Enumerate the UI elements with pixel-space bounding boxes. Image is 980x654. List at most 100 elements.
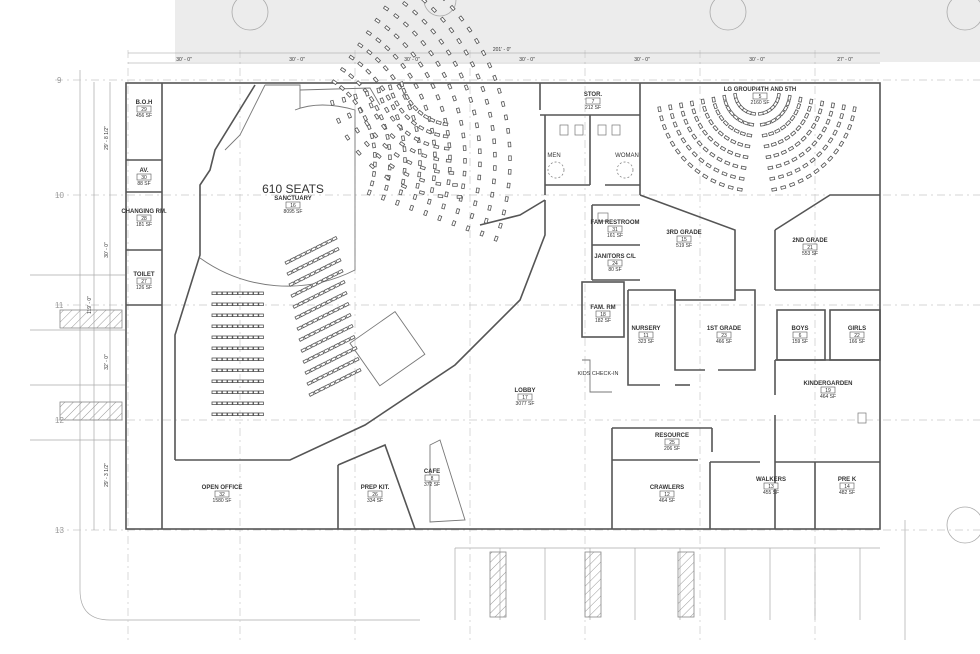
seat [324, 323, 331, 329]
seat [335, 353, 343, 360]
room-number-box [763, 482, 779, 490]
seat [314, 328, 321, 335]
seat [832, 129, 838, 136]
seat [237, 302, 243, 306]
seat [676, 129, 682, 136]
seat [721, 171, 728, 177]
room-area: 323 SF [638, 339, 654, 345]
room-area: 159 SF [792, 339, 808, 345]
seat [334, 318, 342, 324]
seat [447, 83, 453, 90]
seat [691, 108, 697, 115]
seat [332, 271, 339, 278]
seat [437, 194, 444, 199]
seat [797, 178, 804, 184]
seat [351, 345, 358, 352]
seat [411, 30, 419, 37]
seat [451, 220, 457, 227]
seat [237, 313, 243, 317]
seat [253, 379, 259, 383]
left-dimensions: 119' - 0" 29' - 8 1/2" 30' - 0" 32' - 0"… [87, 82, 111, 530]
room-number: 26 [372, 492, 378, 498]
seat [221, 302, 228, 306]
seat [316, 375, 324, 381]
seat [221, 401, 228, 405]
seat [810, 122, 817, 130]
room-name: 1ST GRADE [707, 326, 741, 332]
seat [424, 71, 431, 79]
seat [674, 148, 681, 155]
seat [822, 144, 829, 151]
seat [338, 340, 346, 346]
seat [393, 33, 400, 40]
seat [417, 61, 424, 68]
seat [414, 125, 419, 132]
seat [733, 92, 738, 99]
seat [442, 122, 449, 127]
seat [794, 167, 801, 173]
seat [365, 68, 372, 75]
seat [258, 379, 264, 383]
seat [796, 103, 802, 110]
room-number: 19 [825, 388, 831, 394]
seat [685, 144, 692, 151]
seat [331, 235, 338, 242]
seat [442, 134, 449, 139]
seat [496, 87, 502, 94]
top-dimensions: 201' - 0" 30' - 0" 30' - 0" 30' - 0" 30'… [128, 47, 880, 64]
seat [463, 84, 469, 91]
seat [819, 100, 825, 107]
seat [378, 114, 384, 121]
seat [805, 173, 812, 180]
seat-count-label: 610 SEATS [262, 182, 324, 196]
room-name: B.O.H [136, 100, 153, 106]
seat [404, 114, 411, 121]
seat [242, 335, 249, 339]
room-number: 25 [669, 440, 675, 446]
seat [425, 129, 433, 135]
room-number: 12 [664, 492, 670, 498]
seat [322, 372, 329, 379]
seat [312, 257, 319, 263]
seat [458, 15, 465, 22]
seat [353, 356, 360, 363]
seat [418, 93, 425, 100]
seat [344, 134, 351, 141]
room-number-box [716, 331, 732, 339]
room-number: 8 [431, 476, 434, 482]
seat [443, 146, 450, 151]
seat [459, 119, 464, 126]
seat [814, 115, 820, 123]
seat [483, 217, 489, 224]
seat [253, 390, 259, 394]
room-area: 126 SF [136, 285, 152, 291]
room-number: 27 [141, 279, 147, 285]
seat [476, 135, 481, 142]
seat [716, 156, 723, 163]
seat [247, 390, 254, 394]
seat [768, 131, 775, 137]
room-area: 80 SF [608, 267, 621, 273]
seat [779, 110, 786, 117]
grid-lines [55, 50, 980, 640]
kids-check-in-label: KIDS CHECK-IN [578, 371, 619, 377]
seat [504, 196, 509, 202]
seat [413, 82, 419, 90]
seat [449, 4, 456, 12]
bay-dimension: 30' - 0" [519, 57, 535, 63]
seat [302, 262, 309, 269]
seat [242, 368, 249, 372]
seat [407, 103, 413, 111]
grid-label: 12 [55, 416, 64, 425]
seat [253, 302, 259, 306]
seat [364, 90, 370, 97]
seat [419, 165, 426, 171]
seat [723, 100, 729, 107]
seat [479, 230, 485, 237]
seat [390, 92, 396, 99]
seat [289, 256, 297, 263]
seat [337, 364, 345, 371]
seat [435, 60, 441, 68]
seat [311, 281, 318, 288]
